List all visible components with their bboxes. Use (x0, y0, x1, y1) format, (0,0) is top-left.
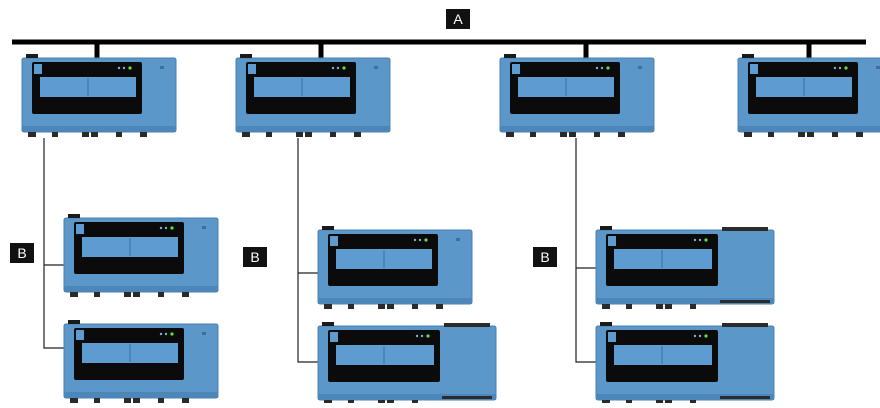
controller-device-4 (737, 53, 880, 138)
controller-device-1 (21, 53, 177, 138)
controller-device-3 (499, 53, 655, 138)
bus-label: A (446, 9, 470, 29)
branch-wire-1 (43, 138, 66, 349)
controller-device-2 (235, 53, 391, 138)
branch-3-device-1 (595, 225, 775, 310)
branch-2-device-1 (317, 225, 473, 310)
branch-wire-3 (575, 138, 598, 363)
branch-label-2: B (243, 247, 267, 267)
branch-wire-2 (297, 138, 320, 363)
branch-2-device-2 (317, 321, 497, 406)
branch-label-3: B (533, 247, 557, 267)
branch-3-device-2 (595, 321, 775, 406)
branch-1-device-2 (63, 319, 219, 404)
branch-label-1: B (10, 243, 34, 263)
branch-1-device-1 (63, 213, 219, 298)
